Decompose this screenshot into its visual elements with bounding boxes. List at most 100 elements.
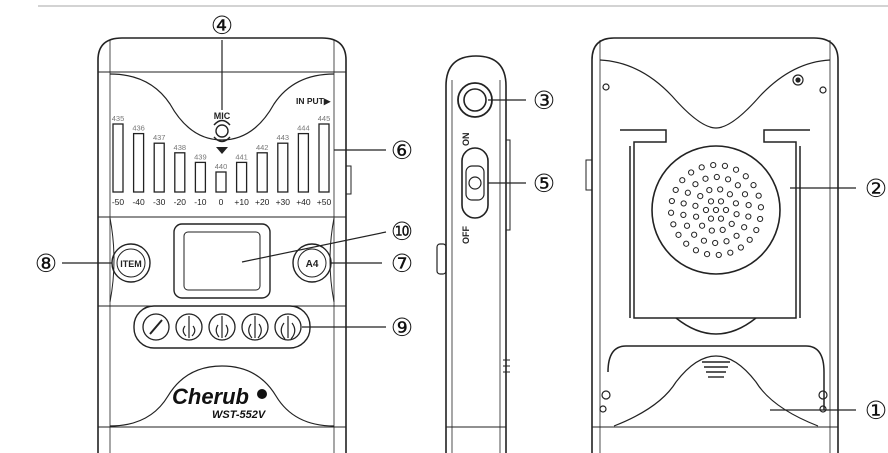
led-meter: 435-50436-40437-30438-20439-104400441+10…	[112, 114, 332, 207]
grille-hole	[702, 175, 709, 182]
battery-cover[interactable]	[607, 345, 825, 427]
grille-hole	[734, 182, 741, 189]
callout-3: ③	[533, 86, 555, 115]
grille-hole	[732, 200, 740, 207]
pencil-icon[interactable]	[142, 313, 170, 341]
callout-1: ①	[865, 396, 887, 425]
cent-label: -20	[174, 197, 187, 207]
grille-hole	[712, 239, 719, 247]
grille-hole	[707, 198, 715, 205]
callout-6: ⑥	[391, 136, 413, 165]
led-bar	[235, 161, 248, 193]
grille-hole	[757, 204, 765, 211]
grille-hole	[680, 211, 687, 219]
cello-icon[interactable]	[241, 313, 269, 341]
grille-hole	[691, 231, 698, 238]
grille-hole	[707, 215, 715, 222]
speaker-grille	[651, 145, 781, 275]
freq-label: 444	[297, 124, 310, 133]
a4-button-label: A4	[306, 259, 319, 270]
violin-icon[interactable]	[175, 313, 203, 341]
grille-hole	[732, 166, 740, 173]
led-bar	[132, 132, 145, 193]
callout-4: ④	[211, 11, 233, 40]
led-bar	[256, 152, 268, 193]
grille-hole	[741, 191, 749, 198]
grille-hole	[721, 162, 729, 169]
freq-label: 439	[194, 152, 207, 161]
svg-text:Cherub: Cherub	[172, 384, 249, 409]
cent-label: +10	[234, 197, 249, 207]
grille-hole	[737, 244, 744, 251]
item-button[interactable]: ITEM	[111, 243, 151, 283]
cent-label: 0	[219, 197, 224, 207]
power-switch[interactable]	[461, 147, 489, 219]
grille-hole	[679, 177, 686, 184]
grille-hole	[712, 206, 720, 214]
grille-hole	[717, 186, 724, 193]
led-bar	[194, 161, 207, 193]
grille-hole	[717, 215, 725, 222]
viola-icon[interactable]	[208, 313, 236, 341]
grille-hole	[683, 240, 690, 247]
cent-label: -30	[153, 197, 166, 207]
grille-hole	[722, 206, 730, 214]
input-label: IN PUT▶	[296, 96, 332, 106]
grille-hole	[692, 247, 700, 254]
grille-hole	[708, 227, 715, 234]
kickstand[interactable]	[620, 129, 810, 335]
callout-5: ⑤	[533, 169, 555, 198]
grille-hole	[683, 222, 691, 229]
callout-8: ⑧	[35, 249, 57, 278]
lcd-display	[173, 223, 271, 299]
grille-hole	[733, 211, 740, 218]
center-marker-icon	[216, 147, 228, 154]
on-label: ON	[461, 133, 471, 147]
callout-2: ②	[865, 174, 887, 203]
grille-hole	[724, 176, 732, 183]
led-bar	[297, 132, 310, 193]
leader-lines	[62, 40, 856, 411]
off-label: OFF	[461, 226, 471, 244]
freq-label: 435	[112, 114, 125, 123]
led-bar	[112, 123, 124, 193]
grille-hole	[710, 161, 717, 169]
grille-hole	[727, 249, 734, 256]
model-label: WST-552V	[212, 409, 267, 421]
grille-hole	[680, 200, 687, 207]
callout-labels: ④ ③ ⑤ ⑥ ⑩ ⑦ ⑧ ⑨ ② ①	[35, 11, 887, 425]
grille-hole	[700, 237, 708, 244]
mic-label: MIC	[214, 111, 231, 121]
freq-label: 441	[235, 152, 248, 161]
grille-hole	[741, 224, 748, 231]
cent-label: +40	[296, 197, 311, 207]
freq-label: 436	[132, 124, 145, 133]
screw-icon	[599, 74, 828, 413]
grille-hole	[742, 173, 749, 180]
side-view	[436, 55, 511, 453]
input-jack[interactable]	[457, 82, 493, 118]
grille-hole	[692, 181, 699, 188]
callout-9: ⑨	[391, 313, 413, 342]
led-bar	[215, 171, 227, 193]
freq-label: 438	[174, 143, 187, 152]
grille-hole	[726, 191, 734, 198]
grille-hole	[702, 206, 710, 214]
led-bar	[174, 152, 186, 193]
double-bass-icon[interactable]	[274, 313, 302, 341]
grille-hole	[697, 192, 704, 200]
callout-10: ⑩	[391, 217, 413, 246]
freq-label: 443	[277, 133, 290, 142]
freq-label: 440	[215, 162, 228, 171]
grille-hole	[672, 186, 679, 194]
grille-hole	[755, 192, 762, 199]
grille-hole	[675, 231, 682, 238]
cent-label: +50	[317, 197, 332, 207]
grille-hole	[668, 197, 675, 205]
grille-hole	[728, 220, 735, 228]
mic-icon	[213, 119, 231, 143]
grille-hole	[719, 226, 726, 234]
grille-hole	[698, 164, 705, 171]
grille-hole	[692, 213, 700, 220]
grille-hole	[757, 215, 764, 223]
